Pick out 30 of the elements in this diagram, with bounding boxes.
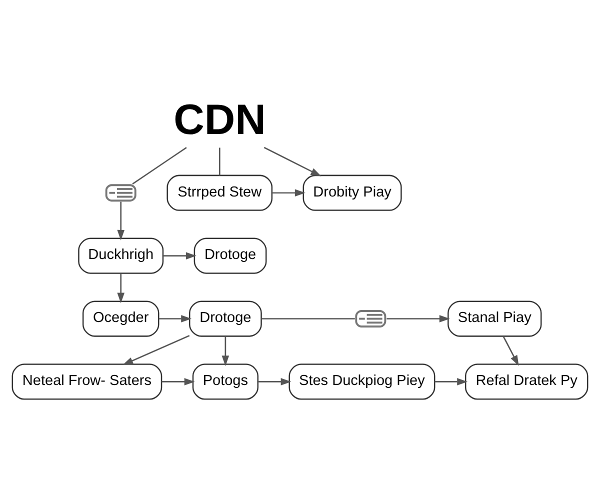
arrow xyxy=(258,378,292,386)
arrow xyxy=(222,336,230,366)
arrow xyxy=(163,252,196,260)
node-box: Duckhrigh xyxy=(78,238,164,274)
arrow xyxy=(386,315,450,322)
node-picture xyxy=(105,184,136,202)
node-picture xyxy=(355,310,386,328)
arrow xyxy=(162,378,195,386)
node-box: Potogs xyxy=(192,364,258,400)
node-box: Drotoge xyxy=(194,238,267,274)
node-box: Stes Duckpiog Piey xyxy=(288,364,436,400)
arrow xyxy=(117,202,125,240)
node-box: Stanal Piay xyxy=(448,300,542,337)
node-box: Refal Dratek Py xyxy=(464,364,588,400)
connector xyxy=(218,148,220,176)
node-box: Drotoge xyxy=(188,300,262,337)
node-text: CDN xyxy=(174,96,266,144)
arrow xyxy=(158,315,192,322)
arrow xyxy=(264,146,322,176)
node-box: Strrped Stew xyxy=(166,174,273,211)
arrow xyxy=(117,273,125,304)
connector xyxy=(132,146,187,185)
connector xyxy=(261,318,355,320)
node-box: Neteal Frow- Saters xyxy=(12,364,162,400)
arrow xyxy=(502,336,519,366)
node-box: Ocegder xyxy=(82,300,160,337)
arrow xyxy=(434,378,468,386)
node-box: Drobity Piay xyxy=(302,174,402,211)
arrow xyxy=(272,189,306,197)
arrow xyxy=(122,334,190,366)
